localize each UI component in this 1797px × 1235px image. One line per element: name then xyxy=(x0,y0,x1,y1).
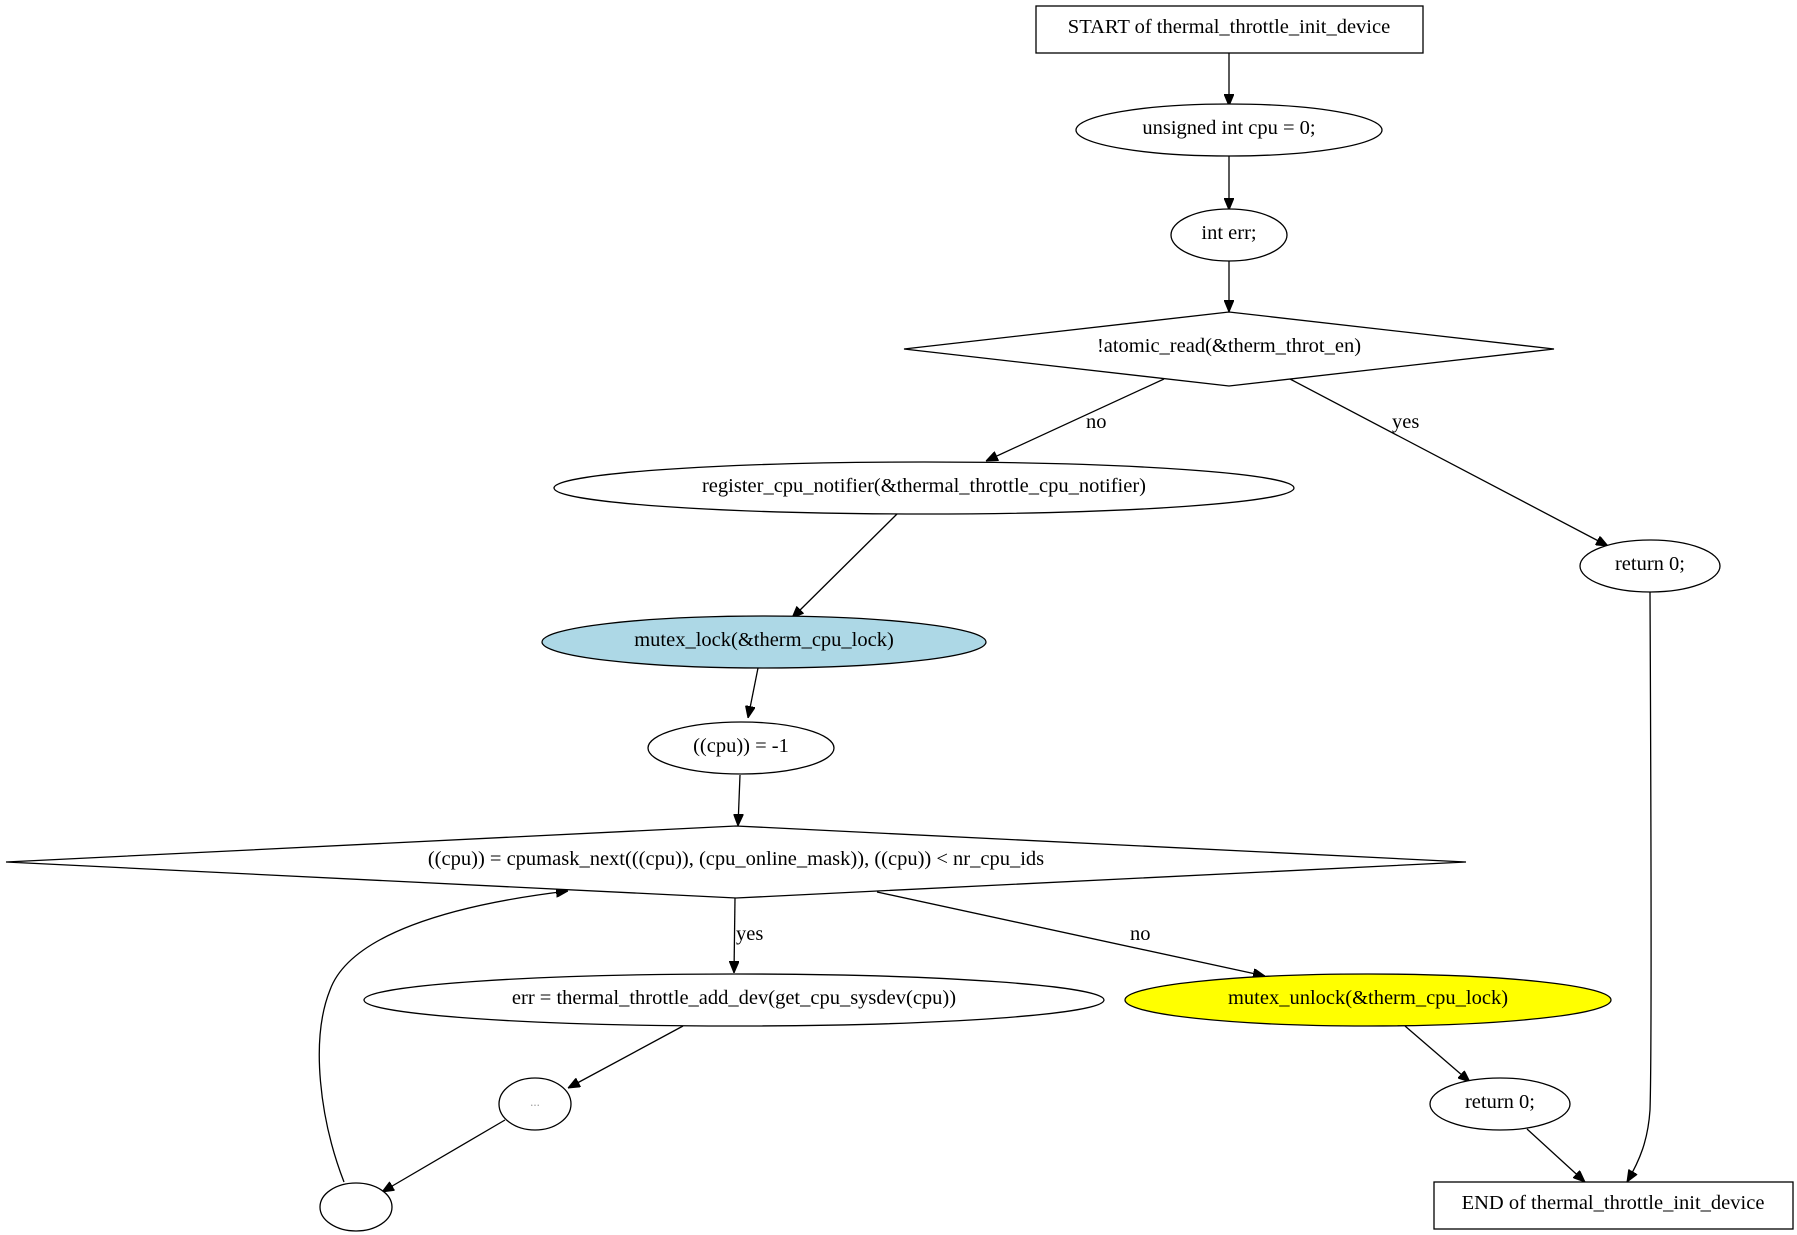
cond-loop-node-label: ((cpu)) = cpumask_next(((cpu)), (cpu_onl… xyxy=(428,848,1044,870)
end-node xyxy=(1433,1181,1794,1230)
mutex-lock-node xyxy=(541,615,987,669)
nodes: START of thermal_throttle_init_device un… xyxy=(5,5,1794,1232)
decl-cpu-node xyxy=(1075,103,1383,157)
register-notifier-node-label: register_cpu_notifier(&thermal_throttle_… xyxy=(702,475,1146,497)
edge-empty-back-to-cond-loop xyxy=(318,891,568,1183)
ellipsis-node-label: ... xyxy=(530,1094,540,1109)
edge-label-loop-no: no xyxy=(1130,923,1151,945)
edges xyxy=(318,53,1652,1192)
decl-err-node xyxy=(1170,208,1288,262)
mutex-unlock-node xyxy=(1124,973,1612,1027)
edge-label-atomic-yes: yes xyxy=(1392,411,1419,433)
edge-label-atomic-no: no xyxy=(1086,411,1107,433)
edge-cpu-init-to-cond-loop xyxy=(738,774,740,826)
edge-mutex-lock-to-cpu-init xyxy=(748,667,759,718)
return-end-node-label: return 0; xyxy=(1465,1091,1535,1113)
edge-register-to-mutex-lock xyxy=(792,513,898,618)
return-yes-node-label: return 0; xyxy=(1615,553,1685,575)
cond-atomic-node xyxy=(903,311,1555,387)
edge-return-yes-to-end xyxy=(1627,591,1652,1182)
mutex-lock-node-label: mutex_lock(&therm_cpu_lock) xyxy=(634,629,894,651)
cond-atomic-node-label: !atomic_read(&therm_throt_en) xyxy=(1097,335,1361,357)
edge-cond-atomic-no xyxy=(986,378,1165,462)
mutex-unlock-node-label: mutex_unlock(&therm_cpu_lock) xyxy=(1228,987,1508,1009)
edge-return-end-to-end xyxy=(1526,1128,1585,1182)
edge-add-dev-to-ellipsis xyxy=(568,1025,684,1088)
start-node-label: START of thermal_throttle_init_device xyxy=(1068,16,1390,38)
edge-labels: no yes yes no xyxy=(736,411,1419,945)
empty-node xyxy=(319,1182,393,1232)
add-dev-node xyxy=(363,973,1105,1027)
edge-label-loop-yes: yes xyxy=(736,923,763,945)
edge-mutex-unlock-to-return xyxy=(1404,1025,1470,1082)
return-end-node xyxy=(1429,1077,1571,1131)
cond-loop-node xyxy=(5,825,1467,899)
cpu-init-node xyxy=(647,721,835,775)
ellipsis-node xyxy=(498,1077,572,1131)
edge-cond-atomic-yes xyxy=(1289,378,1608,546)
register-notifier-node xyxy=(553,461,1295,515)
cpu-init-node-label: ((cpu)) = -1 xyxy=(693,735,789,757)
add-dev-node-label: err = thermal_throttle_add_dev(get_cpu_s… xyxy=(512,987,956,1009)
end-node-label: END of thermal_throttle_init_device xyxy=(1462,1192,1765,1214)
return-yes-node xyxy=(1579,539,1721,593)
decl-err-node-label: int err; xyxy=(1201,222,1256,244)
edge-cond-loop-yes xyxy=(734,897,735,973)
edge-ellipsis-to-empty xyxy=(382,1119,506,1192)
decl-cpu-node-label: unsigned int cpu = 0; xyxy=(1142,117,1315,139)
start-node xyxy=(1035,5,1424,54)
edge-cond-loop-no xyxy=(876,891,1265,976)
